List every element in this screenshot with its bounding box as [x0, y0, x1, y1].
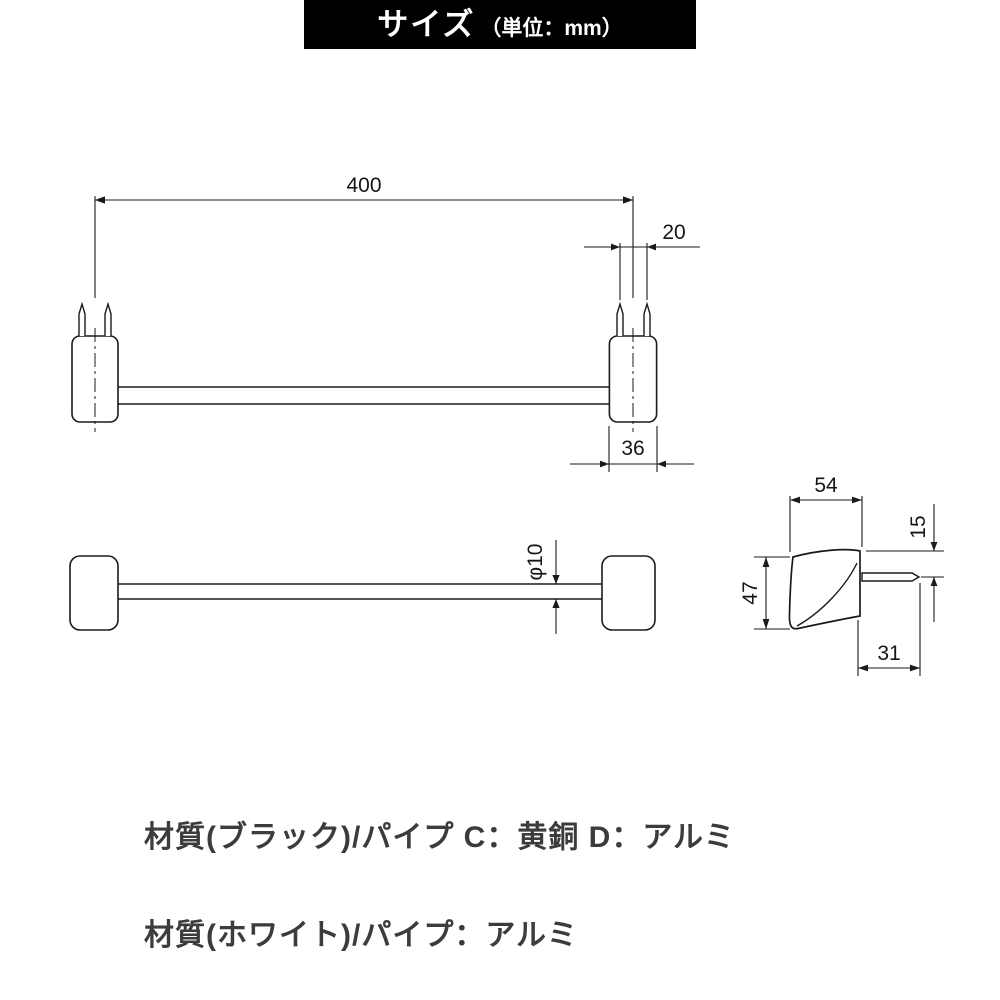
dimension-pin-pitch [584, 243, 700, 300]
centerlines [94, 328, 634, 432]
dim-label-side-height: 47 [739, 581, 762, 604]
arrowhead [611, 243, 620, 251]
material-note-white: 材質(ホワイト)/パイプ：アルミ [144, 919, 579, 952]
arrowhead [623, 196, 633, 204]
dimension-labels: 400 20 36 φ10 54 15 47 31 [346, 174, 930, 665]
arrowhead [762, 619, 770, 629]
dimension-bottom-depth [857, 583, 921, 676]
dimension-side-height [754, 556, 790, 630]
dimension-overall-length [94, 196, 634, 298]
dim-label-bottom-depth: 31 [877, 642, 900, 665]
mounting-pin [643, 301, 651, 336]
mounting-pin [104, 301, 112, 336]
header-unit: （単位：mm） [480, 17, 623, 40]
side-view [788, 548, 921, 630]
dim-label-pin-pitch: 20 [662, 221, 685, 244]
arrowhead [858, 664, 868, 672]
dim-label-bracket-width: 36 [621, 437, 644, 460]
arrowhead [95, 196, 105, 204]
material-note-black: 材質(ブラック)/パイプ C：黄銅 D：アルミ [144, 821, 736, 854]
arrowhead [552, 575, 560, 584]
dimension-bracket-width [570, 426, 694, 472]
dim-label-pipe-diameter: φ10 [524, 544, 547, 581]
arrowhead [930, 542, 938, 551]
arrowhead [600, 460, 609, 468]
mounting-pin [616, 301, 624, 336]
header-title: サイズ [377, 7, 476, 42]
side-view-bracket-profile [788, 548, 861, 630]
dim-label-overall-length: 400 [346, 174, 381, 197]
top-view [71, 301, 658, 432]
dimension-pipe-diameter [552, 540, 560, 634]
front-view [69, 555, 656, 631]
arrowhead [762, 557, 770, 567]
arrowhead [647, 243, 656, 251]
mounting-pin [78, 301, 86, 336]
dim-label-side-depth: 54 [814, 474, 838, 497]
side-view-screw [861, 572, 921, 582]
dimension-side-depth [789, 496, 863, 552]
header-bar: サイズ （単位：mm） [304, 0, 696, 49]
arrowhead [552, 599, 560, 608]
arrowhead [790, 496, 800, 504]
arrowhead [657, 460, 666, 468]
dim-label-screw-offset: 15 [907, 515, 930, 538]
material-notes: 材質(ブラック)/パイプ C：黄銅 D：アルミ 材質(ホワイト)/パイプ：アルミ [144, 812, 735, 954]
side-view-bracket-contour [796, 562, 858, 627]
arrowhead [910, 664, 920, 672]
front-view-right-bracket [601, 555, 656, 631]
arrowhead [852, 496, 862, 504]
dimension-screw-offset [866, 504, 944, 622]
arrowhead [930, 577, 938, 586]
front-view-left-bracket [69, 555, 119, 631]
